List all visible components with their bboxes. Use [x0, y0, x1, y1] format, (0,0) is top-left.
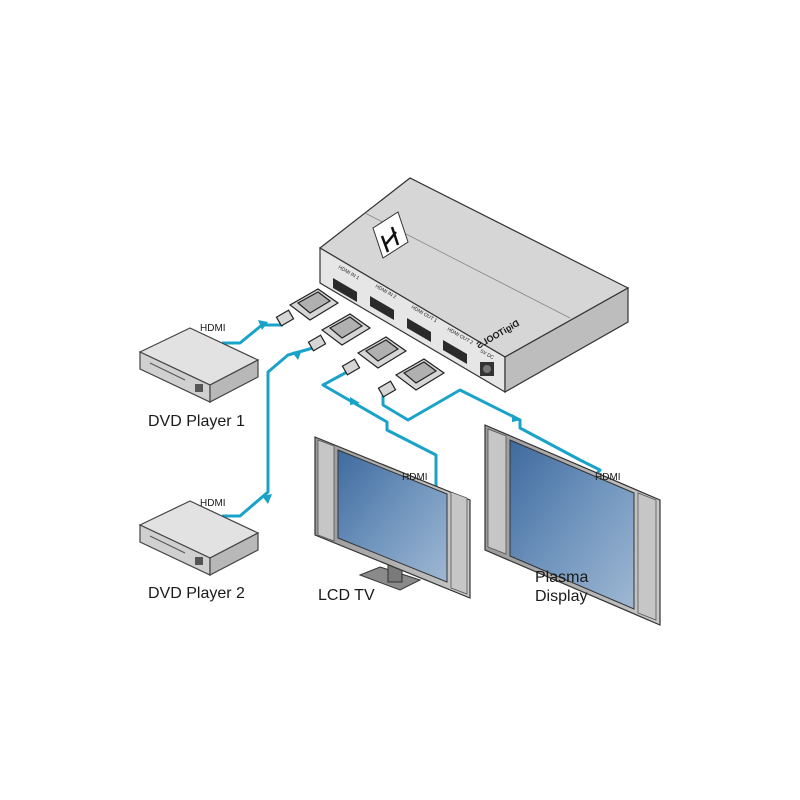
connector-in2 — [307, 313, 372, 352]
arrow-dvd1 — [258, 320, 268, 330]
cable-dvd2 — [222, 346, 314, 518]
plasma-label-line1: Plasma — [535, 569, 588, 586]
dvd2-cable-label: HDMI — [200, 498, 226, 509]
arrow-dvd2 — [262, 494, 272, 504]
cable-dvd1 — [222, 323, 283, 345]
dvd1-cable-label: HDMI — [200, 323, 226, 334]
kramer-logo-icon — [372, 211, 409, 259]
cable-arrows — [258, 320, 522, 504]
connector-out2 — [377, 358, 446, 398]
hdmi-connectors — [275, 288, 446, 398]
switcher-device: DigiTOOLS HDMI IN 1 HDMI IN 2 HDMI OUT 1… — [318, 177, 630, 394]
connector-out1 — [341, 336, 408, 376]
plasma-display — [484, 424, 661, 626]
plasma-screen — [509, 439, 635, 610]
dvd1-label: DVD Player 1 — [148, 413, 245, 430]
arrow-lcd — [350, 397, 360, 405]
arrow-plasma — [512, 414, 522, 422]
dvd2-label: DVD Player 2 — [148, 585, 245, 602]
dvd-player-2 — [138, 500, 260, 576]
lcd-screen — [337, 449, 448, 583]
lcd-cable-label: HDMI — [402, 472, 428, 483]
lcd-label: LCD TV — [318, 587, 375, 604]
dvd-player-1 — [138, 327, 260, 403]
arrow-in2 — [292, 350, 302, 360]
lcd-tv — [314, 436, 471, 599]
connector-in1 — [275, 288, 340, 327]
plasma-label-line2: Display — [535, 588, 587, 605]
switcher-side-face — [504, 286, 629, 394]
plasma-cable-label: HDMI — [595, 472, 621, 483]
